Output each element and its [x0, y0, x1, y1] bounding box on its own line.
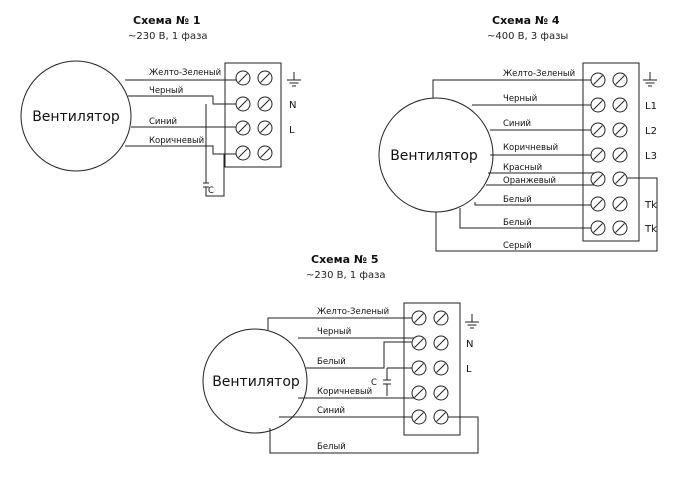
earth-ground-icon — [286, 71, 302, 87]
scheme-5-capacitor-label: С — [371, 378, 377, 388]
scheme-1-terminal-label: N — [289, 100, 296, 111]
scheme-5-wire-label: Желто-Зеленый — [317, 307, 389, 317]
scheme-5-capacitor — [383, 367, 419, 396]
scheme-4-terminal-label: L3 — [645, 151, 657, 162]
scheme-4-wire-label: Белый — [503, 195, 532, 205]
scheme-1-terminal-label: L — [289, 125, 295, 136]
scheme-4-terminal-label: Tk — [644, 224, 657, 235]
scheme-5-wire-label: Синий — [317, 406, 345, 416]
scheme-4-wire-label: Красный — [503, 163, 542, 173]
scheme-1-fan-label: Вентилятор — [32, 109, 120, 125]
earth-ground-icon — [464, 313, 480, 329]
scheme-4-wire-yellow-green — [432, 79, 598, 98]
scheme-5-fan-motor — [202, 328, 308, 434]
earth-ground-icon — [642, 71, 658, 87]
scheme-4-wire-white-2 — [459, 208, 598, 229]
scheme-4-terminal-label: L2 — [645, 126, 657, 137]
scheme-1-wire-label: Желто-Зеленый — [149, 68, 221, 78]
scheme-5-wire-white-loop — [269, 416, 479, 454]
scheme-5-terminal-label: L — [466, 364, 472, 375]
scheme-1-fan-motor — [20, 60, 132, 172]
scheme-1-terminal-block — [224, 62, 282, 168]
scheme-5-fan-label: Вентилятор — [212, 374, 300, 390]
scheme-1-subtitle: ~230 В, 1 фаза — [128, 31, 208, 42]
scheme-1-title: Схема № 1 — [133, 14, 201, 27]
scheme-5-terminal-label: N — [466, 339, 473, 350]
scheme-4-title: Схема № 4 — [492, 14, 560, 27]
scheme-5-wire-label: Белый — [317, 357, 346, 367]
scheme-4 — [378, 62, 658, 252]
scheme-1-wire-label: Коричневый — [149, 136, 204, 146]
scheme-4-wire-white-1 — [474, 202, 598, 206]
scheme-5-title: Схема № 5 — [311, 253, 379, 266]
scheme-4-wire-label: Белый — [503, 218, 532, 228]
scheme-4-wire-label: Оранжевый — [503, 176, 556, 186]
scheme-5-subtitle: ~230 В, 1 фаза — [306, 270, 386, 281]
scheme-4-wire-label: Черный — [503, 94, 537, 104]
scheme-5-wire-label: Белый — [317, 442, 346, 452]
scheme-1-wire-label: Черный — [149, 86, 183, 96]
scheme-5-wire-label: Коричневый — [317, 387, 372, 397]
scheme-4-wire-label: Синий — [503, 119, 531, 129]
scheme-4-subtitle: ~400 В, 3 фазы — [487, 31, 569, 42]
scheme-1-wire-black — [128, 95, 243, 105]
scheme-5-wire-yellow-green — [267, 317, 419, 330]
scheme-4-wire-label: Коричневый — [503, 143, 558, 153]
scheme-5-wire-label: Черный — [317, 327, 351, 337]
scheme-1-wire-label: Синий — [149, 117, 177, 127]
scheme-5-wire-white — [306, 341, 419, 369]
scheme-1-capacitor — [203, 104, 225, 197]
scheme-4-terminal-label: L1 — [645, 101, 657, 112]
scheme-1-wire-brown — [125, 145, 243, 155]
scheme-4-fan-label: Вентилятор — [390, 148, 478, 164]
scheme-1-capacitor-label: С — [208, 186, 214, 196]
scheme-4-terminal-label: Tk — [644, 200, 657, 211]
scheme-4-wire-grey — [435, 177, 658, 252]
scheme-4-wire-label: Желто-Зеленый — [503, 69, 575, 79]
scheme-4-wire-label: Серый — [503, 241, 532, 251]
